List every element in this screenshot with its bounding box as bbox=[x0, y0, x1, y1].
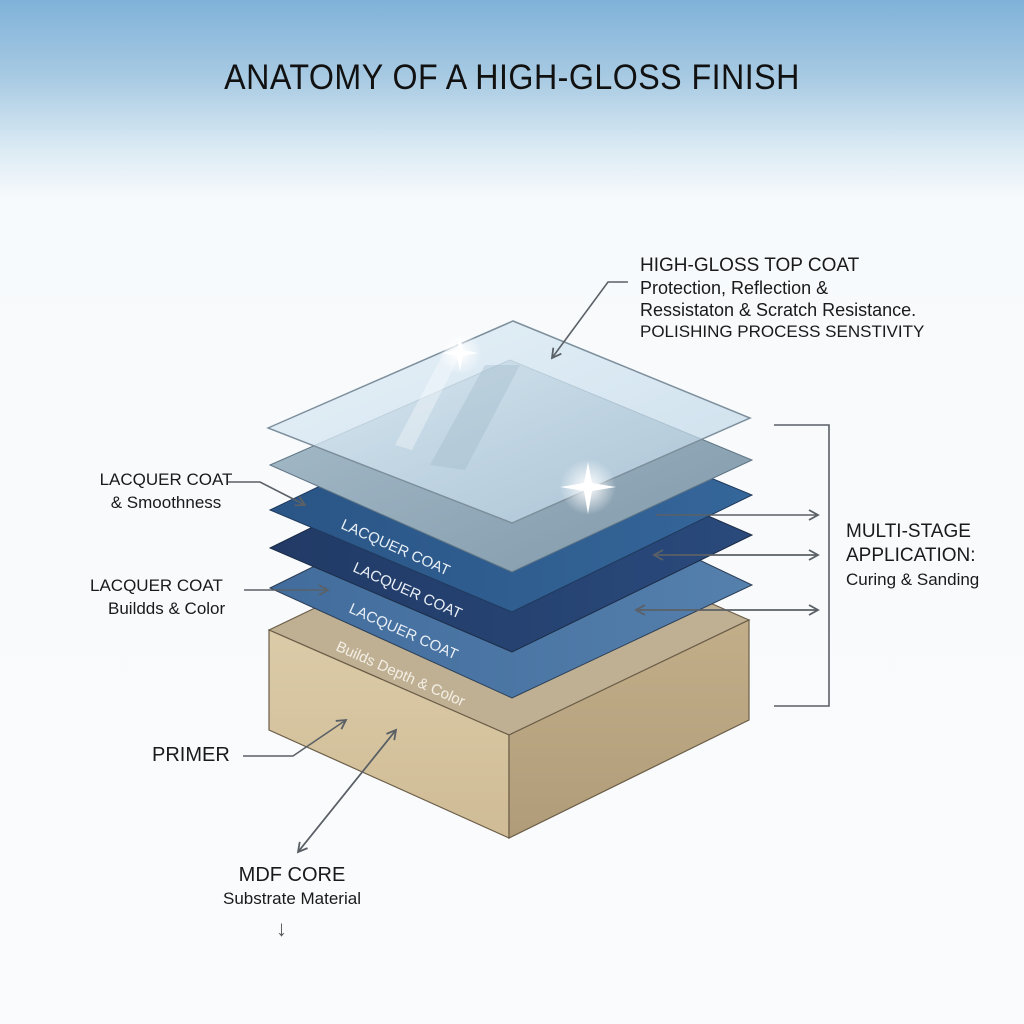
mdf-core-sub: Substrate Material bbox=[223, 889, 361, 908]
leader-lines bbox=[228, 281, 830, 854]
lacquer-coat-label-1: LACQUER COAT & Smoothness bbox=[86, 468, 246, 514]
high-gloss-top-coat-layer bbox=[266, 320, 752, 524]
multi-stage-sub: Curing & Sanding bbox=[846, 570, 980, 589]
top-coat-line-3: POLISHING PROCESS SENSTIVITY bbox=[640, 322, 925, 341]
lacquer-1-leader-arrow bbox=[228, 481, 307, 507]
primer-label: PRIMER bbox=[152, 744, 230, 766]
lacquer-coat-2-sub: Buildds & Color bbox=[108, 599, 226, 618]
mdf-core-label: MDF CORE Substrate Material bbox=[212, 864, 372, 910]
page-title: ANATOMY OF A HIGH-GLOSS FINISH bbox=[224, 58, 800, 97]
multi-stage-line-1: MULTI-STAGE bbox=[846, 521, 971, 542]
lacquer-coat-2-heading: LACQUER COAT bbox=[90, 576, 223, 595]
lacquer-coat-label-2: LACQUER COAT Buildds & Color bbox=[90, 574, 260, 620]
top-coat-line-2: Ressistaton & Scratch Resistance. bbox=[640, 300, 917, 320]
multi-stage-bracket bbox=[774, 424, 830, 707]
mdf-leader-arrow-back bbox=[296, 729, 397, 854]
sparkle-icon bbox=[438, 331, 482, 375]
top-coat-label: HIGH-GLOSS TOP COAT Protection, Reflecti… bbox=[640, 255, 924, 343]
lacquer-coat-1-heading: LACQUER COAT bbox=[99, 470, 233, 489]
top-coat-leader-arrow bbox=[550, 281, 628, 360]
primer-leader-arrow bbox=[243, 718, 348, 757]
multi-stage-label: MULTI-STAGE APPLICATION: Curing & Sandin… bbox=[846, 520, 979, 592]
sparkle-icon bbox=[560, 459, 616, 515]
mdf-core-heading: MDF CORE bbox=[238, 864, 346, 886]
down-arrow-icon: ↓ bbox=[276, 916, 287, 941]
lacquer-coat-1-sub: & Smoothness bbox=[110, 493, 222, 512]
top-coat-heading: HIGH-GLOSS TOP COAT bbox=[640, 255, 860, 276]
top-coat-line-1: Protection, Reflection & bbox=[640, 278, 829, 298]
multi-stage-line-2: APPLICATION: bbox=[846, 545, 976, 566]
